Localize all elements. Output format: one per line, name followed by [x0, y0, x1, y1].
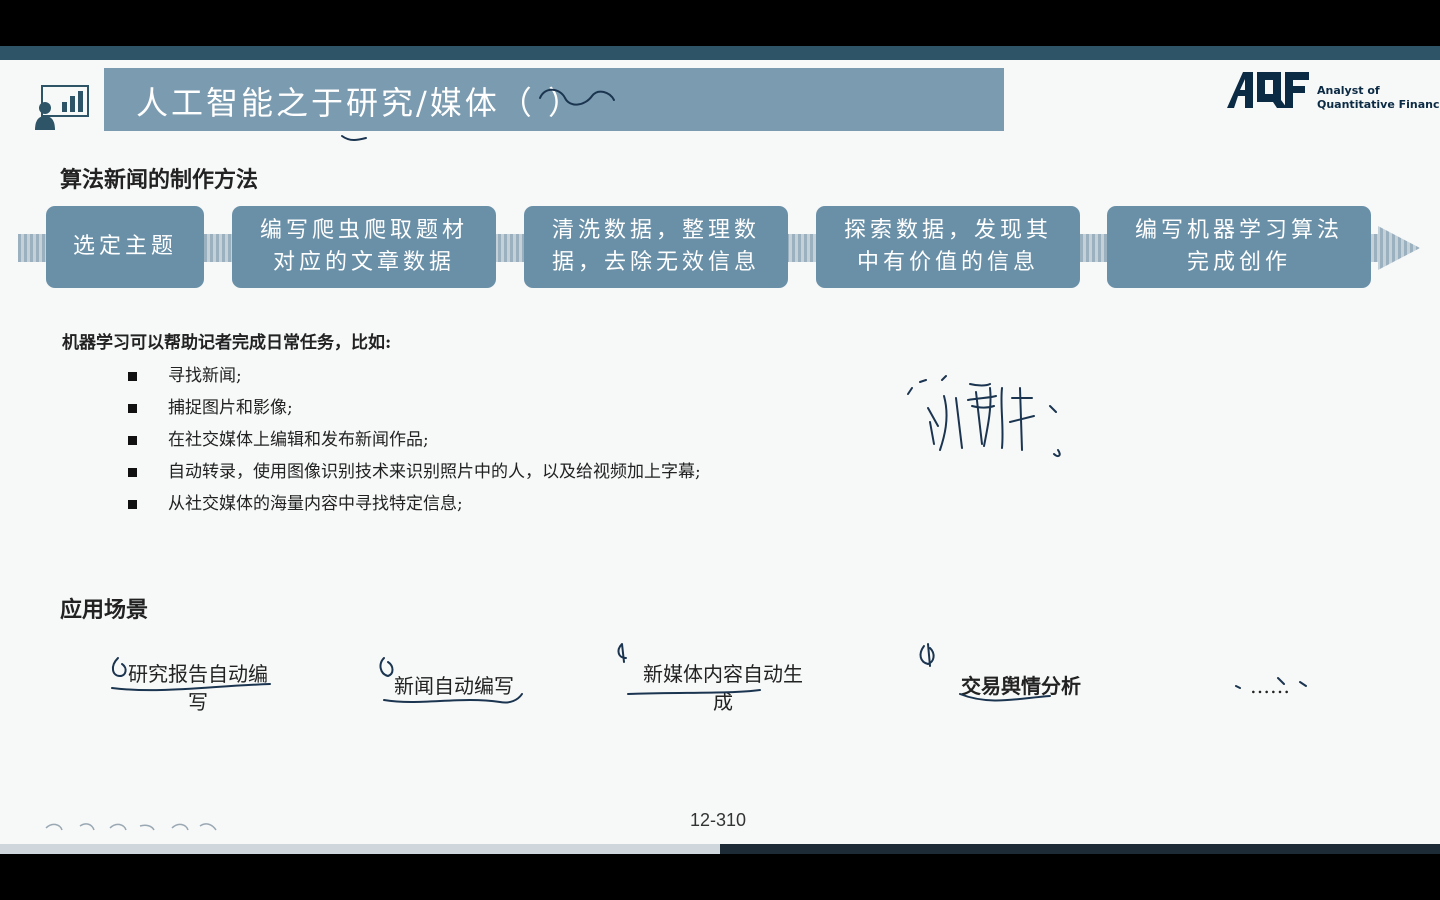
- slide-top-accent: [0, 46, 1440, 60]
- aqf-logo: Analyst of Quantitative Finance: [1225, 66, 1440, 116]
- logo-line-2: Quantitative Finance: [1317, 98, 1440, 111]
- title-bar: 人工智能之于研究/媒体（ ）: [104, 68, 1004, 131]
- scenario-4-line-1: 交易舆情分析: [961, 674, 1081, 698]
- square-bullet-icon: [128, 372, 137, 381]
- scenario-3-line-2: 成: [713, 690, 733, 714]
- step-4-line-1: 探索数据，发现其: [843, 218, 1052, 243]
- aqf-logo-mark-icon: [1227, 72, 1309, 108]
- list-item-text: 自动转录，使用图像识别技术来识别照片中的人，以及给视频加上字幕;: [168, 462, 701, 482]
- scenario-item-5: ……: [1240, 672, 1300, 700]
- process-step-3: 清洗数据，整理数据，去除无效信息: [524, 206, 788, 288]
- scenario-1-line-1: 研究报告自动编: [128, 662, 268, 686]
- scenario-1-line-2: 写: [188, 690, 208, 714]
- step-3-line-1: 清洗数据，整理数: [551, 218, 760, 243]
- square-bullet-icon: [128, 468, 137, 477]
- section-heading-method: 算法新闻的制作方法: [60, 167, 259, 193]
- scenario-3-line-1: 新媒体内容自动生: [643, 662, 803, 686]
- scenario-item-2: 新闻自动编写: [376, 672, 532, 700]
- mark-scenario-4: [919, 643, 935, 667]
- list-item-text: 寻找新闻;: [168, 366, 242, 386]
- square-bullet-icon: [128, 404, 137, 413]
- square-bullet-icon: [128, 500, 137, 509]
- step-2-line-2: 对应的文章数据: [272, 250, 455, 275]
- section-heading-scenarios: 应用场景: [60, 597, 149, 623]
- square-bullet-icon: [128, 436, 137, 445]
- scenario-5-line-1: ……: [1250, 674, 1290, 698]
- presenter-chart-icon: [35, 85, 89, 130]
- slide-title: 人工智能之于研究/媒体（ ）: [136, 84, 583, 122]
- list-item-text: 捕捉图片和影像;: [168, 398, 293, 418]
- page-number: 12-310: [690, 810, 747, 830]
- slide: 人工智能之于研究/媒体（ ） Analyst of Quantitative F…: [0, 46, 1440, 854]
- scenario-item-3: 新媒体内容自动生 成: [622, 660, 824, 716]
- tasks-intro: 机器学习可以帮助记者完成日常任务，比如:: [62, 333, 392, 353]
- list-item-text: 在社交媒体上编辑和发布新闻作品;: [168, 430, 429, 450]
- faint-scribbles: [45, 823, 217, 831]
- note-scribble: [927, 383, 1035, 451]
- process-step-2: 编写爬虫爬取题材对应的文章数据: [232, 206, 496, 288]
- scenario-item-1: 研究报告自动编 写: [110, 660, 286, 716]
- logo-line-1: Analyst of: [1317, 84, 1380, 97]
- step-2-line-1: 编写爬虫爬取题材: [259, 218, 468, 243]
- list-item-text: 从社交媒体的海量内容中寻找特定信息;: [168, 494, 463, 514]
- step-5-line-2: 完成创作: [1186, 250, 1291, 275]
- process-step-5: 编写机器学习算法完成创作: [1107, 206, 1371, 288]
- scenario-2-line-1: 新闻自动编写: [394, 674, 514, 698]
- step-1-line-1: 选定主题: [72, 234, 177, 259]
- step-4-line-2: 中有价值的信息: [856, 250, 1039, 275]
- video-progress-bar[interactable]: [0, 844, 1440, 854]
- step-5-line-1: 编写机器学习算法: [1134, 218, 1343, 243]
- process-step-4: 探索数据，发现其中有价值的信息: [816, 206, 1080, 288]
- scenario-item-4: 交易舆情分析: [942, 672, 1100, 700]
- process-step-1: 选定主题: [46, 206, 204, 288]
- step-3-line-2: 据，去除无效信息: [551, 250, 760, 275]
- title-scribble-tail: [341, 135, 367, 141]
- video-progress-fill: [0, 844, 720, 854]
